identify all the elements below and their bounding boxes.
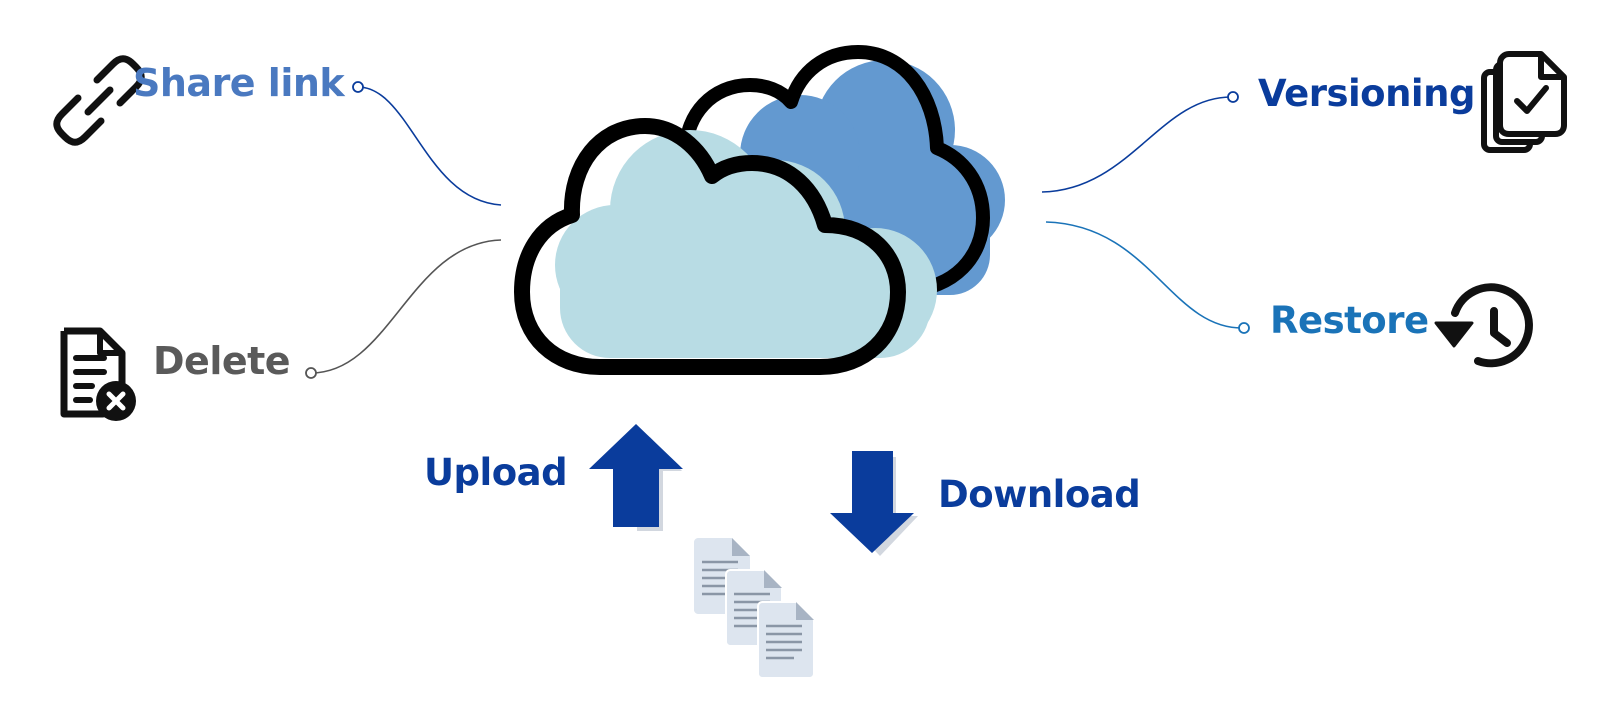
connector-dot-versioning [1227,91,1239,103]
upload-label: Upload [424,451,568,494]
connector-share-link [357,86,502,206]
restore-label: Restore [1270,299,1429,342]
share-link-label: Share link [133,61,345,105]
arrow-up-icon [589,424,683,531]
link-icon [53,55,145,146]
cloud-front-icon [514,118,937,375]
connector-dot-delete [305,367,317,379]
download-label: Download [938,473,1141,516]
connector-delete [310,239,502,374]
versioning-label: Versioning [1258,72,1475,115]
connector-dot-restore [1238,322,1250,334]
documents-stack-icon [694,538,815,679]
arrow-down-icon [830,451,918,556]
delete-label: Delete [153,339,291,383]
connector-dot-share [352,81,364,93]
document-versions-icon [1481,51,1567,153]
connector-restore [1045,221,1243,329]
document-delete-icon [60,327,136,421]
connector-versioning [1041,96,1232,193]
history-icon [1434,283,1533,368]
